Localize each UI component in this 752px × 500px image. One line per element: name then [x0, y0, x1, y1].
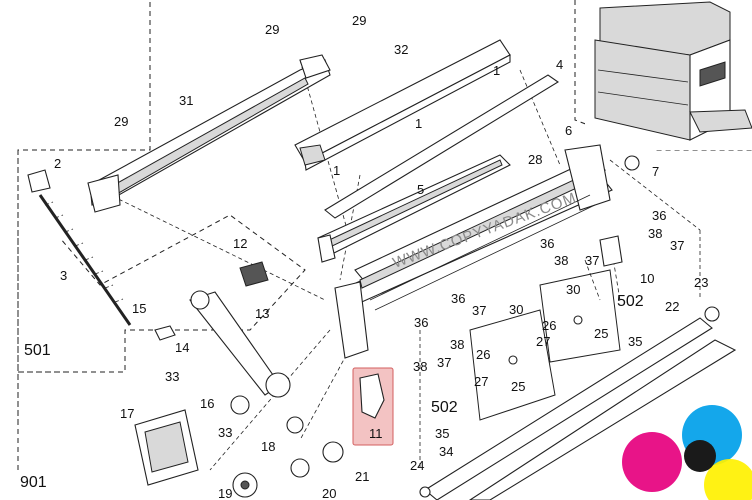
callout-1: 1 [333, 163, 340, 178]
callout-labels: 29 29 29 32 1 4 31 1 6 28 1 7 2 5 36 12 … [54, 13, 708, 500]
callout-4: 4 [556, 57, 563, 72]
callout-30: 30 [509, 302, 523, 317]
subassembly-502 [469, 269, 621, 421]
callout-17: 17 [120, 406, 134, 421]
callout-31: 31 [179, 93, 193, 108]
callout-25: 25 [511, 379, 525, 394]
logo-circle-magenta [622, 432, 682, 492]
callout-15: 15 [132, 301, 146, 316]
callout-28: 28 [528, 152, 542, 167]
callout-3: 3 [60, 268, 67, 283]
callout-27: 27 [474, 374, 488, 389]
callout-38: 38 [554, 253, 568, 268]
callout-38: 38 [450, 337, 464, 352]
small-parts [599, 155, 640, 267]
callout-38: 38 [413, 359, 427, 374]
group-label-502-lower: 502 [431, 399, 458, 416]
callout-33: 33 [218, 425, 232, 440]
callout-29: 29 [352, 13, 366, 28]
callout-20: 20 [322, 486, 336, 500]
part-5-plate [317, 154, 511, 263]
callout-6: 6 [565, 123, 572, 138]
callout-11: 11 [369, 426, 383, 441]
callout-7: 7 [652, 164, 659, 179]
callout-33: 33 [165, 369, 179, 384]
group-label-901: 901 [20, 474, 47, 491]
part-3-auger [27, 169, 132, 326]
callout-22: 22 [665, 299, 679, 314]
callout-37: 37 [437, 355, 451, 370]
callout-21: 21 [355, 469, 369, 484]
part-4-bar [324, 74, 560, 219]
callout-36: 36 [451, 291, 465, 306]
callout-37: 37 [472, 303, 486, 318]
part-6-frame [334, 144, 613, 359]
logo-circle-yellow [704, 459, 752, 500]
callout-27: 27 [536, 334, 550, 349]
callout-38: 38 [648, 226, 662, 241]
logo-circle-black [684, 440, 716, 472]
part-32-cover [294, 39, 511, 171]
callout-1: 1 [493, 63, 500, 78]
part-22-roller [419, 306, 737, 500]
callout-13: 13 [255, 306, 269, 321]
callout-29: 29 [265, 22, 279, 37]
callout-24: 24 [410, 458, 424, 473]
cmyk-logo [622, 405, 752, 500]
part-13-lever [154, 261, 291, 398]
group-label-501: 501 [24, 342, 51, 359]
callout-37: 37 [585, 253, 599, 268]
callout-26: 26 [542, 318, 556, 333]
callout-19: 19 [218, 486, 232, 500]
callout-34: 34 [439, 444, 453, 459]
callout-32: 32 [394, 42, 408, 57]
group-label-502-upper: 502 [617, 293, 644, 310]
callout-26: 26 [476, 347, 490, 362]
callout-35: 35 [435, 426, 449, 441]
part-11-highlight [352, 367, 394, 446]
callout-12: 12 [233, 236, 247, 251]
callout-23: 23 [694, 275, 708, 290]
callout-36: 36 [540, 236, 554, 251]
callout-37: 37 [670, 238, 684, 253]
callout-30: 30 [566, 282, 580, 297]
part-17-bracket [134, 409, 199, 486]
callout-1: 1 [415, 116, 422, 131]
callout-35: 35 [628, 334, 642, 349]
callout-25: 25 [594, 326, 608, 341]
callout-36: 36 [652, 208, 666, 223]
callout-36: 36 [414, 315, 428, 330]
copier-photo [585, 0, 752, 150]
callout-5: 5 [417, 182, 424, 197]
callout-2: 2 [54, 156, 61, 171]
part-31-rail [87, 54, 331, 213]
callout-16: 16 [200, 396, 214, 411]
callout-10: 10 [640, 271, 654, 286]
gears [230, 395, 344, 498]
callout-18: 18 [261, 439, 275, 454]
callout-29: 29 [114, 114, 128, 129]
callout-14: 14 [175, 340, 189, 355]
